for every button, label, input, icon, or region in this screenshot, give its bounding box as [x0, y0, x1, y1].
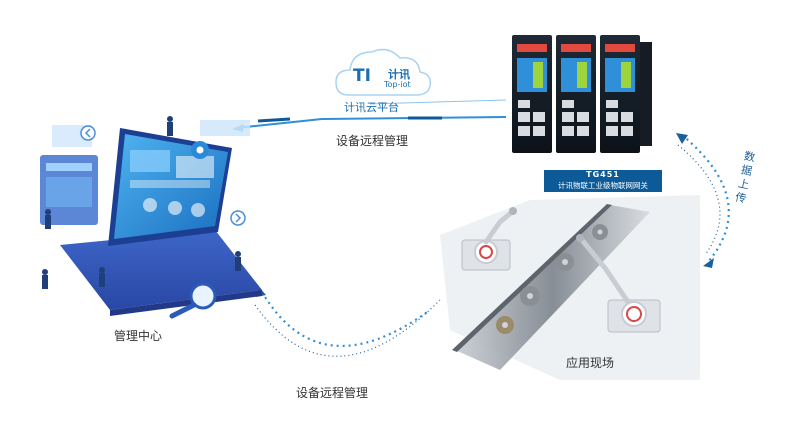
- cloud-logo-sub: Top-iot: [384, 80, 411, 89]
- gateway-device-1: [512, 35, 552, 153]
- robot-arm-right: [576, 234, 661, 333]
- chevron-right-icon: [230, 210, 246, 226]
- gateway-model: TG451: [586, 170, 620, 179]
- chevron-left-icon: [80, 125, 96, 141]
- cloud-icon: TI: [335, 48, 432, 96]
- gear-icon: [496, 224, 608, 334]
- magnifier-icon: [169, 282, 217, 319]
- gateway-device-3: [600, 35, 652, 153]
- management-center-label: 管理中心: [114, 329, 163, 343]
- robot-arm-left: [461, 207, 517, 271]
- application-site-scene: [440, 195, 700, 380]
- management-center-scene: [40, 116, 262, 319]
- gateway-device-2: [556, 35, 596, 153]
- gateway-name: 计讯物联工业级物联网网关: [558, 181, 648, 190]
- connection-lines: [232, 99, 507, 132]
- remote-management-bottom-label: 设备远程管理: [296, 386, 369, 400]
- cloud-platform-label: 计讯云平台: [344, 101, 399, 114]
- gateway-devices: [512, 35, 652, 153]
- gateway-label: TG451 计讯物联工业级物联网网关: [544, 170, 662, 192]
- location-pin-icon: [191, 141, 209, 159]
- application-site-label: 应用现场: [566, 356, 615, 370]
- person-figure: [42, 116, 241, 289]
- remote-management-top-label: 设备远程管理: [336, 134, 409, 148]
- cloud-logo-text: 计讯: [388, 68, 410, 81]
- data-upload-arrow: [676, 133, 730, 268]
- svg-text:TI: TI: [353, 66, 371, 86]
- remote-management-arrow: [254, 286, 441, 357]
